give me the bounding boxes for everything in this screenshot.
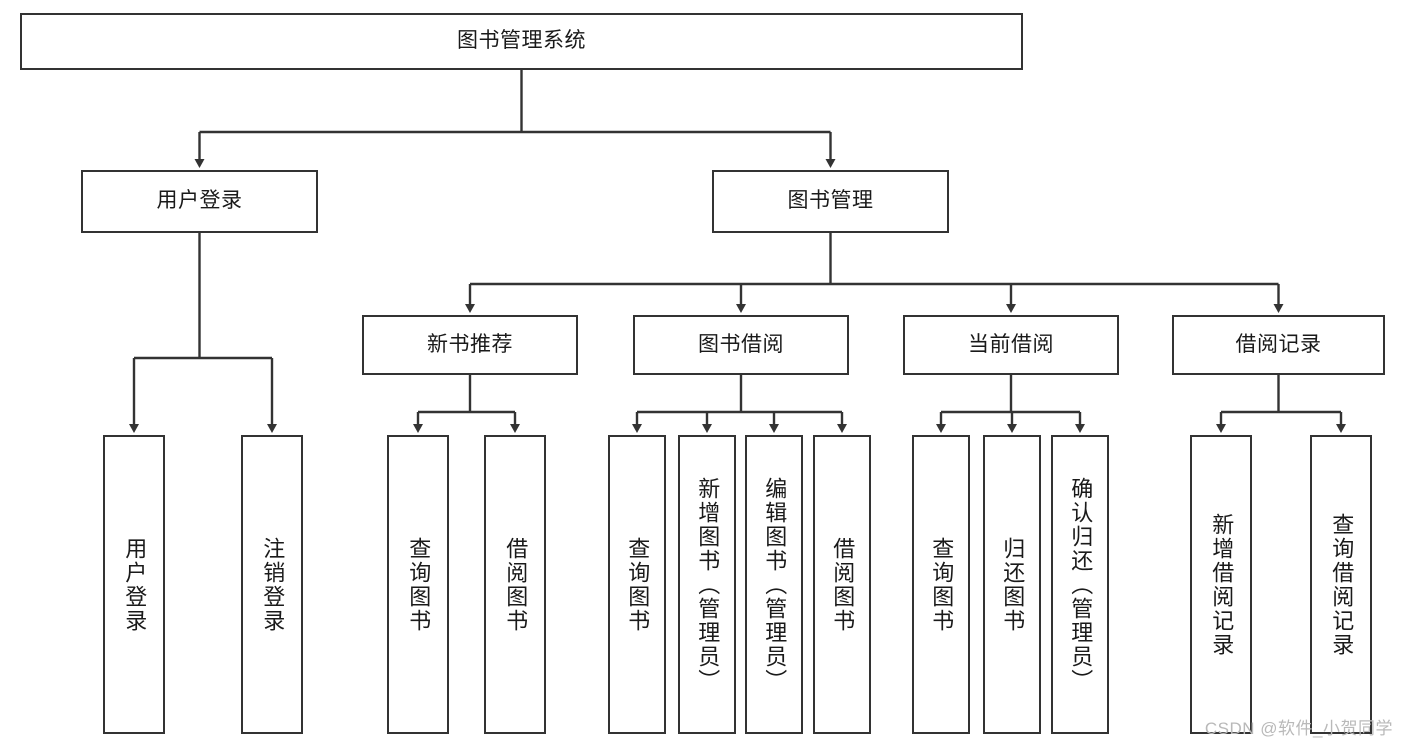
node-leaf-query-book-2[interactable]: 查询图书 [608, 435, 666, 734]
node-leaf-borrow-book-1[interactable]: 借阅图书 [484, 435, 546, 734]
node-leaf-edit-book-label: 编辑图书（管理员） [762, 476, 788, 693]
node-new-book-rec[interactable]: 新书推荐 [362, 315, 578, 375]
node-root[interactable]: 图书管理系统 [20, 13, 1023, 70]
node-leaf-add-record[interactable]: 新增借阅记录 [1190, 435, 1252, 734]
watermark: CSDN @软件_小贺同学 [1204, 719, 1393, 738]
node-leaf-query-book-1[interactable]: 查询图书 [387, 435, 449, 734]
node-leaf-query-record[interactable]: 查询借阅记录 [1310, 435, 1372, 734]
node-root-label: 图书管理系统 [457, 29, 586, 53]
node-leaf-query-book-3-label: 查询图书 [929, 536, 955, 633]
node-book-manage[interactable]: 图书管理 [712, 170, 949, 233]
node-book-borrow[interactable]: 图书借阅 [633, 315, 849, 375]
node-user-login-label: 用户登录 [156, 189, 243, 213]
node-book-borrow-label: 图书借阅 [698, 332, 784, 356]
node-new-book-rec-label: 新书推荐 [427, 332, 513, 356]
node-leaf-confirm-return-label: 确认归还（管理员） [1068, 476, 1094, 693]
node-leaf-user-login[interactable]: 用户登录 [103, 435, 165, 734]
node-leaf-borrow-book-2-label: 借阅图书 [830, 536, 856, 633]
node-borrow-record-label: 借阅记录 [1235, 332, 1322, 356]
node-leaf-query-book-3[interactable]: 查询图书 [912, 435, 970, 734]
node-leaf-query-book-2-label: 查询图书 [625, 536, 651, 633]
node-leaf-return-book[interactable]: 归还图书 [983, 435, 1041, 734]
node-leaf-borrow-book-1-label: 借阅图书 [503, 536, 529, 633]
node-current-borrow[interactable]: 当前借阅 [903, 315, 1119, 375]
node-leaf-add-record-label: 新增借阅记录 [1209, 512, 1235, 657]
node-leaf-logout-label: 注销登录 [260, 536, 286, 633]
node-leaf-user-login-label: 用户登录 [122, 536, 148, 633]
node-book-manage-label: 图书管理 [787, 189, 874, 213]
node-user-login[interactable]: 用户登录 [81, 170, 318, 233]
node-leaf-add-book[interactable]: 新增图书（管理员） [678, 435, 736, 734]
node-leaf-return-book-label: 归还图书 [1000, 536, 1026, 633]
node-leaf-add-book-label: 新增图书（管理员） [695, 476, 721, 693]
node-leaf-borrow-book-2[interactable]: 借阅图书 [813, 435, 871, 734]
node-current-borrow-label: 当前借阅 [968, 332, 1054, 356]
node-leaf-query-book-1-label: 查询图书 [406, 536, 432, 633]
node-leaf-logout[interactable]: 注销登录 [241, 435, 303, 734]
node-borrow-record[interactable]: 借阅记录 [1172, 315, 1385, 375]
node-leaf-edit-book[interactable]: 编辑图书（管理员） [745, 435, 803, 734]
node-leaf-confirm-return[interactable]: 确认归还（管理员） [1051, 435, 1109, 734]
node-leaf-query-record-label: 查询借阅记录 [1329, 512, 1355, 657]
